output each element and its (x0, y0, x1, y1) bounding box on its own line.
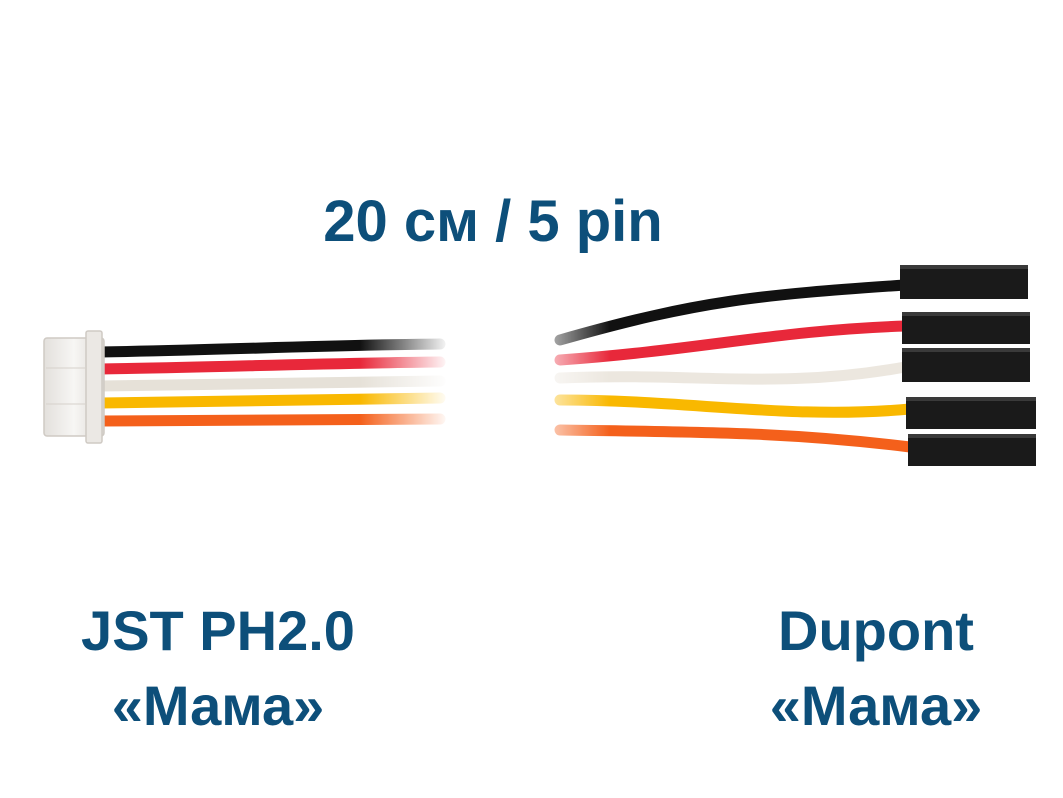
left-connector-type: JST PH2.0 (81, 599, 355, 662)
right-wires (520, 270, 916, 460)
right-connector-type: Dupont (778, 599, 974, 662)
dupont-pin-4 (906, 397, 1036, 429)
jst-connector (43, 330, 105, 444)
left-connector-gender: «Мама» (111, 674, 325, 737)
dupont-pin-3 (902, 348, 1030, 382)
dupont-pin-2 (902, 312, 1030, 344)
dupont-connectors (900, 265, 1036, 466)
right-connector-gender: «Мама» (769, 674, 983, 737)
cable-spec-title: 20 см / 5 pin (323, 189, 663, 254)
dupont-pin-1 (900, 265, 1028, 299)
dupont-pin-5 (908, 434, 1036, 466)
left-wires (94, 325, 450, 435)
